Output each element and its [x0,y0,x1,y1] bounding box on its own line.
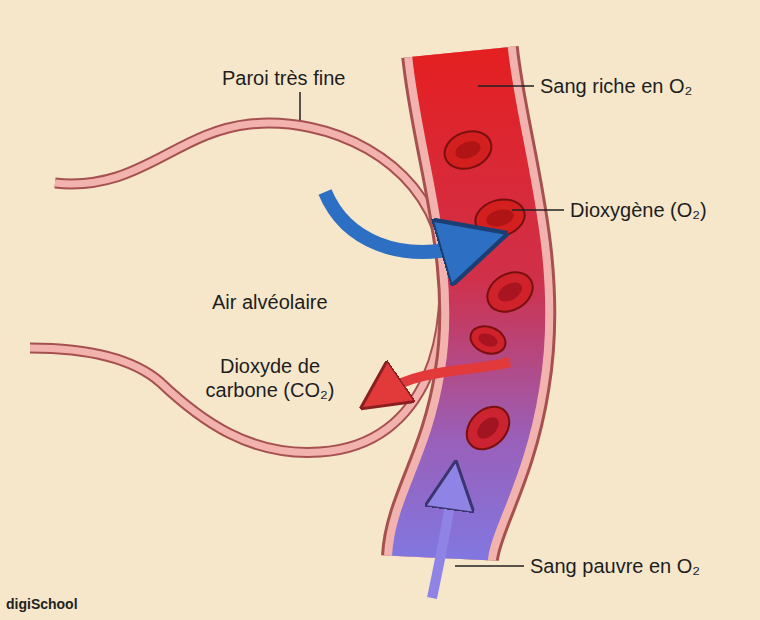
gas-label: Dioxyde de carbone (CO₂) [190,354,350,402]
leader-lines [300,86,564,566]
blood-label: Sang riche en O₂ [540,74,692,98]
co2-arrow [385,362,510,392]
alveolus-wall [30,123,444,452]
red-blood-cells [439,125,539,458]
gas-label: Dioxygène (O₂) [570,198,707,222]
blood-flow-arrow [432,490,452,598]
air-label: Air alvéolaire [212,290,328,314]
oxygen-arrow [325,192,468,252]
wall-label: Paroi très fine [222,66,345,90]
brand-label: digiSchool [6,596,78,613]
blood-label: Sang pauvre en O₂ [530,554,700,578]
